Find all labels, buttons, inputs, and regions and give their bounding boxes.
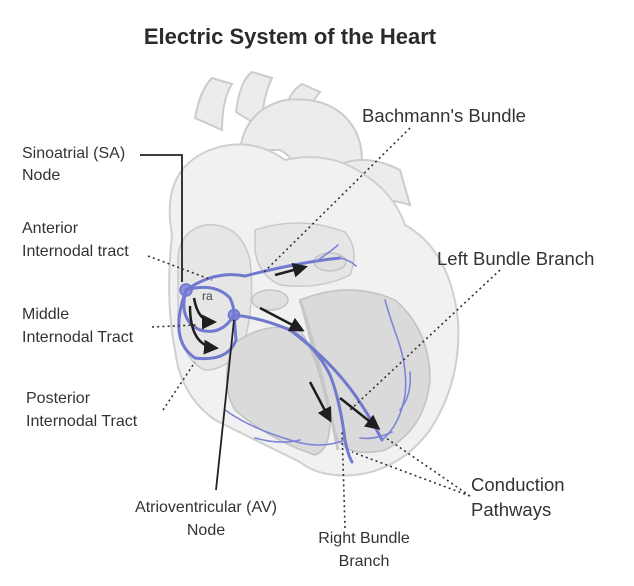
- purkinje-fiber: [224, 409, 346, 446]
- arrow-sa-av-2: [188, 305, 219, 355]
- labels: Sinoatrial (SA) Node Anterior Internodal…: [22, 105, 594, 570]
- bachmann-label: Bachmann's Bundle: [362, 105, 526, 126]
- arrow-sa-av-1: [192, 297, 217, 330]
- posterior-label-line1: Posterior: [26, 390, 91, 407]
- anterior-label-line1: Anterior: [22, 220, 79, 237]
- leader-lines: [140, 127, 501, 529]
- middle-label-line2: Internodal Tract: [22, 329, 134, 346]
- conduction-label-line2: Pathways: [471, 499, 551, 520]
- posterior-label-line2: Internodal Tract: [26, 413, 138, 430]
- leader-sa-node: [140, 154, 183, 282]
- purkinje-fiber: [359, 431, 393, 440]
- sa-node-label-line2: Node: [22, 167, 60, 184]
- av-node-label-line2: Node: [187, 522, 225, 539]
- ra-label: ra: [202, 289, 213, 303]
- leader-anterior: [147, 255, 213, 281]
- av-node-label-line1: Atrioventricular (AV): [135, 499, 277, 516]
- arrow-right-bundle: [308, 381, 332, 423]
- septum: [298, 299, 340, 451]
- arrow-bachmann: [274, 262, 308, 278]
- conduction-label-line1: Conduction: [471, 474, 565, 495]
- diagram-title: Electric System of the Heart: [144, 24, 437, 49]
- anterior-label-line2: Internodal tract: [22, 243, 129, 260]
- tricuspid-valve: [251, 289, 289, 311]
- anterior-tract-path: [184, 285, 236, 317]
- purkinje-fiber: [381, 299, 407, 441]
- left-bundle-label: Left Bundle Branch: [437, 248, 594, 269]
- purkinje-fiber: [339, 257, 357, 267]
- heart-illustration: [168, 70, 460, 477]
- purkinje-fiber: [254, 437, 301, 443]
- leader-bachmann: [261, 127, 411, 275]
- vessel-left: [193, 76, 234, 132]
- leader-middle: [151, 324, 197, 328]
- right-bundle-label-line1: Right Bundle: [318, 530, 410, 547]
- purkinje-fiber: [314, 244, 339, 263]
- arrow-av-his: [259, 306, 305, 332]
- right-bundle-label-line2: Branch: [339, 553, 390, 570]
- leader-av-node: [215, 319, 235, 491]
- purkinje-fiber: [399, 371, 412, 411]
- middle-label-line1: Middle: [22, 306, 69, 323]
- impulse-arrows: [188, 262, 381, 430]
- middle-tract-path: [182, 288, 236, 333]
- leader-posterior: [162, 361, 196, 411]
- right-bundle-path: [232, 313, 354, 464]
- leader-conduction-2: [351, 451, 471, 497]
- leader-conduction-1: [385, 437, 471, 497]
- arrow-left-bundle: [339, 397, 381, 430]
- sa-node-label-line1: Sinoatrial (SA): [22, 145, 125, 162]
- leader-right-bundle: [341, 429, 346, 529]
